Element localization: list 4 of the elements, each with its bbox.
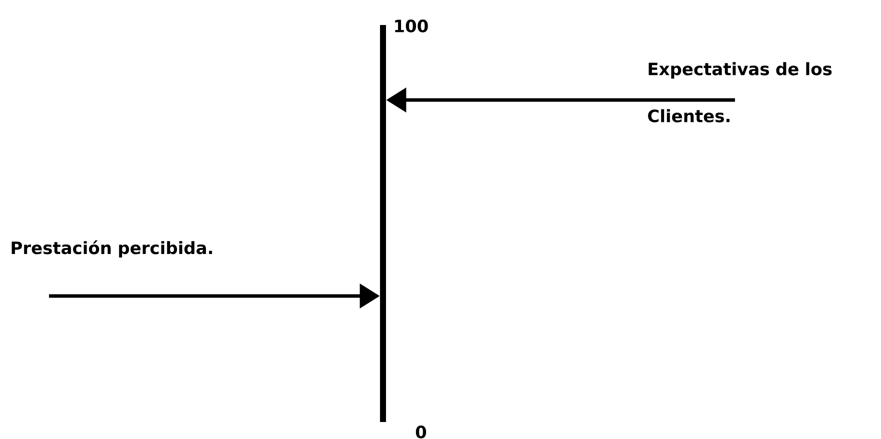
scale-value: 0 [416, 426, 426, 438]
scale-value: 100 [395, 20, 428, 32]
text-label: Prestación percibida. [12, 240, 212, 258]
text-label: Expectativas de los Clientes. [648, 62, 832, 122]
